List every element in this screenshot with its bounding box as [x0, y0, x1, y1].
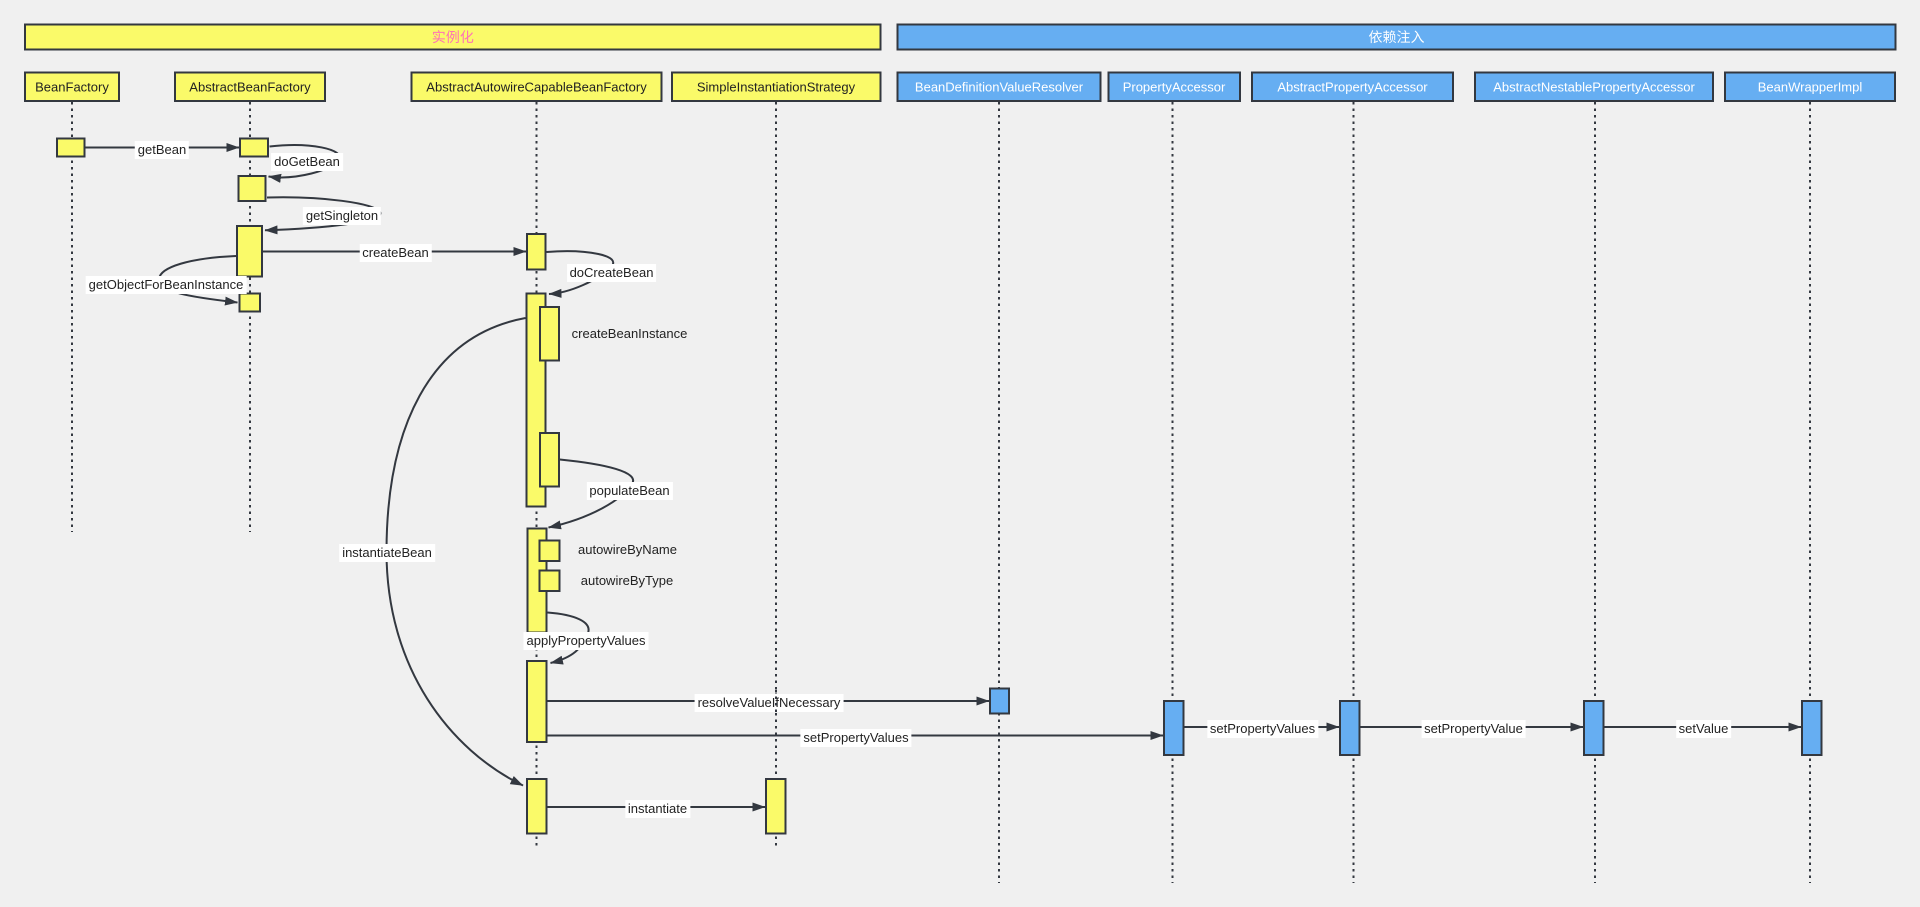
svg-text:AbstractNestablePropertyAccess: AbstractNestablePropertyAccessor	[1493, 80, 1695, 95]
svg-text:AbstractAutowireCapableBeanFac: AbstractAutowireCapableBeanFactory	[426, 80, 647, 95]
svg-text:SimpleInstantiationStrategy: SimpleInstantiationStrategy	[697, 80, 856, 95]
svg-text:PropertyAccessor: PropertyAccessor	[1123, 80, 1226, 95]
svg-text:AbstractBeanFactory: AbstractBeanFactory	[189, 80, 311, 95]
svg-text:BeanWrapperImpl: BeanWrapperImpl	[1758, 80, 1863, 95]
svg-text:BeanDefinitionValueResolver: BeanDefinitionValueResolver	[915, 80, 1084, 95]
svg-text:AbstractPropertyAccessor: AbstractPropertyAccessor	[1277, 80, 1428, 95]
svg-text:BeanFactory: BeanFactory	[35, 80, 109, 95]
